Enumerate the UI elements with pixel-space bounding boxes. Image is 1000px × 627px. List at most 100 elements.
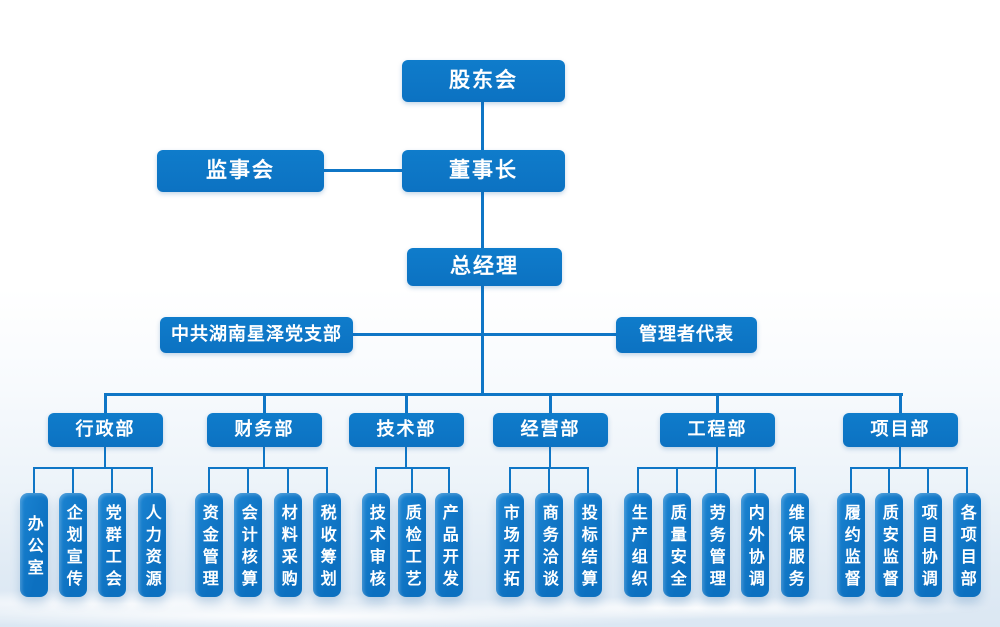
node-function: 党群工会 — [98, 493, 126, 597]
connector-supervisory-chairman — [324, 169, 404, 172]
connector-stub — [208, 467, 210, 494]
connector-chairman-gm — [481, 191, 484, 249]
connector-stub — [715, 467, 717, 494]
node-function: 各项目部 — [953, 493, 981, 597]
connector-stub — [111, 467, 113, 494]
node-function: 生产组织 — [624, 493, 652, 597]
node-function: 项目协调 — [914, 493, 942, 597]
node-dept-business: 经营部 — [493, 413, 608, 447]
function-label: 各项目部 — [957, 504, 977, 592]
node-general-manager: 总经理 — [407, 248, 562, 286]
function-label: 维保服务 — [785, 504, 805, 592]
connector-bus — [208, 467, 328, 469]
connector-stub — [33, 467, 35, 494]
connector-bus — [33, 467, 153, 469]
node-supervisory-board: 监事会 — [157, 150, 324, 192]
connector-stub — [247, 467, 249, 494]
connector-stub — [850, 467, 852, 494]
connector-stub — [72, 467, 74, 494]
node-function: 履约监督 — [837, 493, 865, 597]
function-label: 项目协调 — [918, 504, 938, 592]
node-function: 会计核算 — [234, 493, 262, 597]
connector-stub — [405, 446, 407, 469]
node-function: 办公室 — [20, 493, 48, 597]
node-function: 商务洽谈 — [535, 493, 563, 597]
function-label: 会计核算 — [238, 504, 258, 592]
function-label: 商务洽谈 — [539, 504, 559, 592]
connector-stub — [716, 393, 719, 414]
function-label: 人力资源 — [142, 504, 162, 592]
function-label: 投标结算 — [578, 504, 598, 592]
function-label: 企划宣传 — [63, 504, 83, 592]
node-dept-project: 项目部 — [843, 413, 958, 447]
connector-stub — [448, 467, 450, 494]
connector-stub — [966, 467, 968, 494]
connector-stub — [104, 446, 106, 469]
function-label: 劳务管理 — [706, 504, 726, 592]
connector-shareholders-chairman — [481, 101, 484, 151]
node-function: 资金管理 — [195, 493, 223, 597]
node-function: 企划宣传 — [59, 493, 87, 597]
node-function: 产品开发 — [435, 493, 463, 597]
connector-stub — [375, 467, 377, 494]
function-label: 材料采购 — [278, 504, 298, 592]
connector-stub — [549, 446, 551, 469]
node-function: 人力资源 — [138, 493, 166, 597]
connector-bus — [850, 467, 968, 469]
connector-stub — [716, 446, 718, 469]
function-label: 技术审核 — [366, 504, 386, 592]
node-function: 质安监督 — [875, 493, 903, 597]
function-label: 内外协调 — [745, 504, 765, 592]
function-label: 履约监督 — [841, 504, 861, 592]
node-chairman: 董事长 — [402, 150, 565, 192]
node-function: 材料采购 — [274, 493, 302, 597]
connector-gm-trunk — [481, 285, 484, 395]
node-function: 税收筹划 — [313, 493, 341, 597]
connector-stub — [104, 393, 107, 414]
connector-stub — [405, 393, 408, 414]
node-function: 内外协调 — [741, 493, 769, 597]
connector-stub — [151, 467, 153, 494]
connector-stub — [263, 393, 266, 414]
node-function: 技术审核 — [362, 493, 390, 597]
connector-stub — [794, 467, 796, 494]
function-label: 党群工会 — [102, 504, 122, 592]
node-dept-engineering: 工程部 — [660, 413, 775, 447]
connector-stub — [754, 467, 756, 494]
connector-stub — [899, 393, 902, 414]
node-function: 劳务管理 — [702, 493, 730, 597]
connector-stub — [548, 467, 550, 494]
node-function: 投标结算 — [574, 493, 602, 597]
function-label: 市场开拓 — [500, 504, 520, 592]
connector-stub — [509, 467, 511, 494]
function-label: 资金管理 — [199, 504, 219, 592]
node-party-branch: 中共湖南星泽党支部 — [160, 317, 353, 353]
connector-stub — [899, 446, 901, 469]
connector-main-distribution — [104, 393, 903, 396]
function-label: 质安监督 — [879, 504, 899, 592]
function-label: 产品开发 — [439, 504, 459, 592]
function-label: 办公室 — [24, 515, 44, 581]
node-function: 质量安全 — [663, 493, 691, 597]
connector-stub — [549, 393, 552, 414]
node-dept-administration: 行政部 — [48, 413, 163, 447]
connector-stub — [287, 467, 289, 494]
function-label: 质检工艺 — [402, 504, 422, 592]
connector-stub — [411, 467, 413, 494]
node-dept-technology: 技术部 — [349, 413, 464, 447]
node-function: 市场开拓 — [496, 493, 524, 597]
function-label: 税收筹划 — [317, 504, 337, 592]
connector-stub — [326, 467, 328, 494]
connector-stub — [676, 467, 678, 494]
node-dept-finance: 财务部 — [207, 413, 322, 447]
connector-stub — [927, 467, 929, 494]
node-management-representative: 管理者代表 — [616, 317, 757, 353]
connector-stub — [587, 467, 589, 494]
node-function: 维保服务 — [781, 493, 809, 597]
node-shareholders-meeting: 股东会 — [402, 60, 565, 102]
connector-stub — [637, 467, 639, 494]
function-label: 质量安全 — [667, 504, 687, 592]
connector-stub — [888, 467, 890, 494]
connector-party-mgmtrep — [353, 333, 617, 336]
